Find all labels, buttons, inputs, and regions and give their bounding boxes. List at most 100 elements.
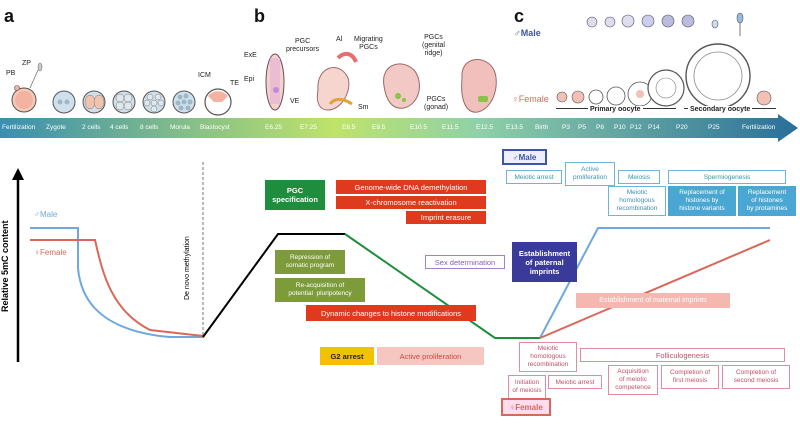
meiotic-recombination-male-box: Meiotic homologous recombination [608, 186, 666, 216]
meiotic-arrest-male-box: Meiotic arrest [506, 170, 562, 184]
reacquisition-box: Re-acquisition of potential pluripotency [275, 278, 365, 302]
male-legend: ♂Male [34, 210, 58, 219]
pgc-curve [344, 233, 540, 339]
histone-modifications-box: Dynamic changes to histone modifications [306, 305, 476, 321]
timeline-stage: P20 [676, 124, 688, 131]
female-legend: ♀Female [34, 248, 67, 257]
initiation-meiosis-box: Initiation of meiosis [508, 375, 546, 399]
timeline-stage: E13.5 [506, 124, 523, 131]
histone-variants-box: Replacement of histones by histone varia… [668, 186, 736, 216]
male-remethylation-curve [539, 227, 770, 339]
eight-cell-icon [142, 90, 166, 114]
panel-b-letter: b [254, 6, 265, 26]
fertilization-cell-icon [11, 62, 43, 113]
epi-label: Epi [244, 76, 255, 83]
sm-label: Sm [358, 104, 369, 111]
x-reactivation-box: X-chromosome reactivation [336, 196, 486, 209]
pb-label: PB [6, 70, 16, 77]
timeline-stage: Fertilization [742, 124, 776, 131]
pgc-precursors-label: PGC precursors [286, 38, 320, 53]
timeline-stage: E9.5 [372, 124, 386, 131]
first-meiosis-box: Completion of first meiosis [661, 365, 719, 389]
four-cell-icon [112, 90, 136, 114]
meiotic-arrest-female-box: Meiotic arrest [548, 375, 602, 389]
morula-icon [172, 90, 196, 114]
timeline-arrow [0, 114, 798, 142]
meiotic-recombination-female-box: Meiotic homologous recombination [519, 342, 577, 372]
male-curve [30, 227, 203, 338]
icm-label: ICM [198, 72, 211, 79]
y-axis-arrowhead [12, 168, 24, 180]
female-tag: ♀Female [501, 398, 551, 416]
methylation-plot [12, 162, 771, 362]
imprint-erasure-box: Imprint erasure [406, 211, 486, 224]
meiosis-male-box: Meiosis [618, 170, 660, 184]
timeline-stage: E11.5 [442, 124, 459, 131]
early-somite-embryo-icon [316, 51, 358, 111]
timeline-stage: P3 [562, 124, 570, 131]
secondary-oocyte-label: Secondary oocyte [688, 106, 753, 114]
timeline-stage: Fertilization [2, 124, 36, 131]
timeline-stage: 8 cells [140, 124, 159, 131]
timeline-stage: P5 [578, 124, 586, 131]
female-remethylation-curve [539, 239, 771, 339]
timeline-stage: P25 [708, 124, 720, 131]
active-proliferation-box: Active proliferation [377, 347, 484, 365]
timeline-stage: P14 [648, 124, 660, 131]
spermiogenesis-box: Spermiogenesis [668, 170, 786, 184]
two-cell-icon [82, 90, 106, 114]
second-meiosis-box: Completion of second meiosis [722, 365, 790, 389]
female-curve [30, 239, 204, 337]
zp-label: ZP [22, 60, 31, 67]
migrating-pgcs-label: Migrating PGCs [354, 36, 383, 51]
timeline-stage: P8 [596, 124, 604, 131]
timeline-stage: 4 cells [110, 124, 129, 131]
genital-ridge-label: PGCs (genital ridge) [422, 34, 445, 57]
sex-determination-box: Sex determination [425, 255, 505, 269]
genome-wide-demethylation-box: Genome-wide DNA demethylation [336, 180, 486, 194]
repression-box: Repression of somatic program [275, 250, 345, 274]
timeline-stage: Blastocyst [200, 124, 230, 131]
developmental-illustrations [11, 12, 772, 116]
ve-label: VE [290, 98, 300, 105]
meiotic-competence-box: Acquisition of meiotic competence [608, 365, 658, 395]
timeline-stage: E8.5 [342, 124, 356, 131]
g2-arrest-box: G2 arrest [320, 347, 374, 365]
late-embryo-icon [461, 59, 497, 113]
egg-cylinder-embryo-icon [265, 53, 285, 111]
timeline-stage: P10 [614, 124, 626, 131]
primary-oocyte-label: Primary oocyte [588, 106, 643, 114]
panel-a-letter: a [4, 6, 15, 26]
y-axis-label: Relative 5mC content [0, 220, 10, 312]
male-label: ♂Male [514, 28, 541, 38]
male-germ-cells-icon [586, 12, 744, 36]
timeline-stage: Morula [170, 124, 190, 131]
exe-label: ExE [244, 52, 257, 59]
timeline-stage: Birth [535, 124, 549, 131]
panel-c-letter: c [514, 6, 525, 26]
folliculogenesis-box: Folliculogenesis [580, 348, 785, 362]
zygote-icon [52, 90, 76, 114]
blastocyst-icon [204, 88, 232, 116]
de-novo-label: De novo methylation [184, 236, 191, 300]
timeline-stage: E7.25 [300, 124, 317, 131]
shared-curve [202, 233, 345, 338]
active-proliferation-male-box: Active proliferation [565, 162, 615, 186]
male-tag: ♂Male [502, 149, 547, 165]
turning-embryo-icon [383, 63, 420, 109]
timeline-stage: E6.25 [265, 124, 282, 131]
pgc-specification-box: PGC specification [265, 180, 325, 210]
paternal-imprints-box: Establishment of paternal imprints [512, 242, 577, 282]
timeline-stage: 2 cells [82, 124, 101, 131]
timeline-stage: E12.5 [476, 124, 493, 131]
female-label: ♀Female [512, 94, 549, 104]
al-label: Al [336, 36, 343, 43]
maternal-imprints-box: Establishment of maternal imprints [576, 293, 730, 308]
protamines-box: Replacement of histones by protamines [738, 186, 796, 216]
timeline-stage: E10.5 [410, 124, 427, 131]
te-label: TE [230, 80, 239, 87]
timeline-stage: P12 [630, 124, 642, 131]
timeline-stage: Zygote [46, 124, 66, 131]
gonad-label: PGCs (gonad) [424, 96, 449, 111]
female-oocytes-icon [556, 43, 772, 109]
